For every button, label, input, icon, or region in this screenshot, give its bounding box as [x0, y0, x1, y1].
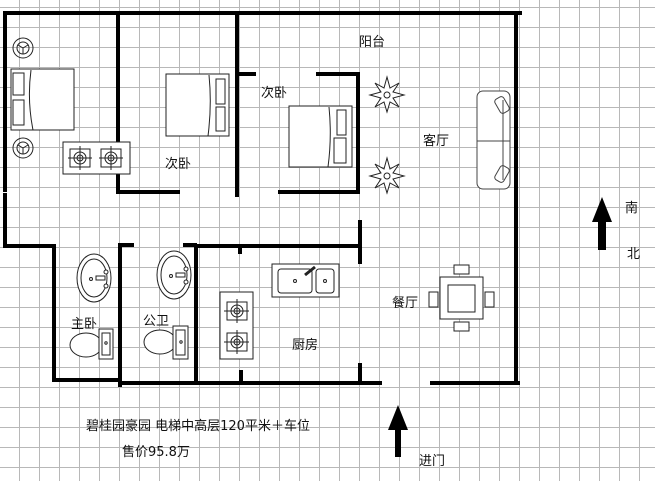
compass-south-label: 南 [625, 201, 639, 216]
listing-price: 售价95.8万 [122, 445, 190, 460]
stove-icon [219, 291, 254, 360]
room-label-balcony: 阳台 [359, 35, 386, 50]
north-south-arrow-icon [592, 197, 612, 250]
room-label-secondary-bedroom: 次卧 [261, 86, 288, 101]
kitchen-sink-icon [271, 263, 340, 298]
nightstand-lamp-icon [12, 37, 34, 159]
bed-icon [288, 105, 353, 168]
walls [3, 11, 522, 387]
bed-icon [10, 68, 75, 131]
plant-icon [368, 75, 406, 195]
toilet-icon [69, 325, 189, 360]
room-label-public-bath: 公卫 [143, 314, 170, 329]
washbasin-icon [76, 250, 192, 303]
entrance-label: 进门 [419, 454, 446, 469]
room-label-secondary-bedroom: 次卧 [165, 157, 192, 172]
entrance-arrow-icon [388, 405, 408, 457]
dining-table-icon [428, 264, 495, 332]
room-label-kitchen: 厨房 [292, 338, 319, 353]
room-label-living-room: 客厅 [423, 134, 450, 149]
bed-icon [165, 73, 230, 137]
listing-title: 碧桂园豪园 电梯中高层120平米＋车位 [86, 419, 310, 434]
stove-icon [62, 141, 131, 175]
room-label-dining-room: 餐厅 [392, 296, 419, 311]
sofa-icon [476, 90, 511, 190]
compass-north-label: 北 [627, 247, 641, 262]
room-label-master-bath: 主卧 [71, 317, 98, 332]
